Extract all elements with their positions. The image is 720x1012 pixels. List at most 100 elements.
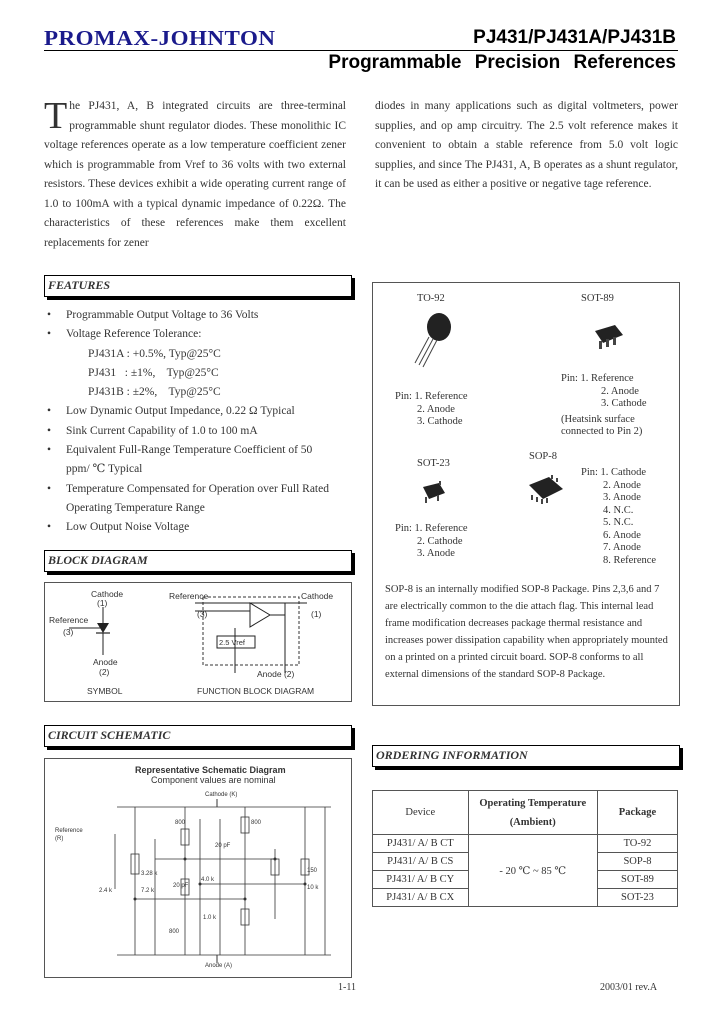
feature-item: Low Output Noise Voltage xyxy=(44,518,364,538)
sot89-label: SOT-89 xyxy=(581,293,614,304)
block-diagram-heading: BLOCK DIAGRAM xyxy=(44,550,352,572)
schematic-value: 20 pF xyxy=(173,883,189,889)
fbd-cathode-label: Cathode xyxy=(301,591,334,601)
pin-line: 2. Anode xyxy=(601,385,639,397)
tolerance-item: PJ431A : +0.5%, Typ@25°C xyxy=(88,347,221,360)
ordering-heading-text: ORDERING INFORMATION xyxy=(376,748,528,762)
schematic-value: 1.0 k xyxy=(203,915,217,921)
symbol-caption: SYMBOL xyxy=(87,686,123,696)
symbol-anode-label: Anode xyxy=(93,657,118,667)
ordering-heading: ORDERING INFORMATION xyxy=(372,745,680,767)
row-package: TO-92 xyxy=(596,834,679,853)
symbol-anode-pin: (2) xyxy=(99,667,110,677)
pin-line: Pin: 1. Reference xyxy=(395,523,468,534)
pin-line: 2. Cathode xyxy=(417,535,463,547)
schematic-value: 800 xyxy=(169,929,180,935)
schematic-value: 10 k xyxy=(307,885,319,891)
pin-line: 7. Anode xyxy=(603,542,641,553)
symbol-reference-pin: (3) xyxy=(63,627,74,637)
ordering-table: Device Operating Temperature (Ambient) P… xyxy=(372,790,679,907)
pin-line: 5. N.C. xyxy=(603,517,634,528)
block-diagram-graphic xyxy=(69,596,307,673)
pin-line: Pin: 1. Reference xyxy=(395,391,468,402)
feature-item: Programmable Output Voltage to 36 Volts xyxy=(44,306,364,326)
fbd-reference-pin: (3) xyxy=(197,609,208,619)
col-temperature: Operating Temperature (Ambient) xyxy=(467,790,598,835)
pin-line: 2. Anode xyxy=(417,403,455,415)
drop-cap: T xyxy=(44,95,68,137)
schematic-value: 3.28 k xyxy=(141,871,158,877)
sot23-label: SOT-23 xyxy=(417,458,450,469)
features-heading-text: FEATURES xyxy=(48,278,111,292)
schematic-value: 800 xyxy=(175,820,186,826)
pin-line: 8. Reference xyxy=(603,554,657,566)
row-package: SOT-23 xyxy=(596,888,679,907)
row-package: SOT-89 xyxy=(596,870,679,889)
symbol-cathode-pin: (1) xyxy=(97,598,108,608)
revision: 2003/01 rev.A xyxy=(600,982,658,993)
row-device: PJ431/ A/ B CS xyxy=(372,852,469,871)
pin-line: Pin: 1. Reference xyxy=(561,373,634,384)
sot89-note: (Heatsink surface xyxy=(561,413,635,425)
circuit-heading: CIRCUIT SCHEMATIC xyxy=(44,725,352,747)
pin-line: 4. N.C. xyxy=(603,504,634,516)
to92-package-icon xyxy=(414,313,451,368)
intro-right: diodes in many applications such as digi… xyxy=(375,100,678,190)
sot23-package-icon xyxy=(423,481,445,503)
feature-continuation: Operating Temperature Range xyxy=(66,501,205,514)
fbd-reference-label: Reference xyxy=(169,591,209,601)
pin-line: 3. Cathode xyxy=(601,398,647,409)
sot89-note: connected to Pin 2) xyxy=(561,426,643,437)
block-diagram-heading-text: BLOCK DIAGRAM xyxy=(48,553,148,567)
pin-line: 3. Anode xyxy=(417,548,455,559)
fbd-cathode-pin: (1) xyxy=(311,609,322,619)
sot23-pinout: Pin: 1. Reference 2. Cathode 3. Anode xyxy=(395,523,468,561)
schematic-value: 150 xyxy=(307,868,318,874)
pin-line: 3. Anode xyxy=(603,492,641,503)
col-temperature-line1: Operating Temperature xyxy=(479,797,587,809)
schematic-value: 800 xyxy=(251,820,262,826)
pin-line: Pin: 1. Cathode xyxy=(581,467,647,478)
header-rule xyxy=(44,50,678,51)
circuit-heading-text: CIRCUIT SCHEMATIC xyxy=(48,728,171,742)
fbd-caption: FUNCTION BLOCK DIAGRAM xyxy=(197,686,315,696)
sot89-package-icon xyxy=(595,325,623,349)
feature-continuation: ppm/ ℃ Typical xyxy=(66,463,143,476)
features-heading: FEATURES xyxy=(44,275,352,297)
to92-pinout: Pin: 1. Reference 2. Anode 3. Cathode xyxy=(395,391,468,429)
schematic-subtitle: Component values are nominal xyxy=(151,775,276,785)
col-package: Package xyxy=(596,790,679,835)
pin-line: 6. Anode xyxy=(603,529,641,541)
features-list: Programmable Output Voltage to 36 Volts … xyxy=(44,306,364,538)
sot89-pinout: Pin: 1. Reference 2. Anode 3. Cathode (H… xyxy=(561,373,647,439)
temp-range: - 20 ℃ ~ 85 ℃ xyxy=(467,834,598,907)
schematic-graphic xyxy=(114,799,331,963)
block-diagram-box: Cathode (1) Reference (3) Anode (2) SYMB… xyxy=(44,582,352,702)
sop8-label: SOP-8 xyxy=(529,451,558,462)
feature-item: Equivalent Full-Range Temperature Coeffi… xyxy=(44,441,364,461)
symbol-reference-label: Reference xyxy=(49,615,89,625)
pin-line: 3. Cathode xyxy=(417,416,463,427)
schematic-value: 4.0 k xyxy=(201,877,215,883)
fbd-vref: 2.5 Vref xyxy=(219,638,245,647)
schematic-value: 2.4 k xyxy=(99,888,113,894)
circuit-box: Representative Schematic Diagram Compone… xyxy=(44,758,352,978)
tolerance-item: PJ431B : ±2%, Typ@25°C xyxy=(88,386,221,399)
feature-item: Low Dynamic Output Impedance, 0.22 Ω Typ… xyxy=(44,402,364,422)
sop8-package-icon xyxy=(529,475,563,504)
row-device: PJ431/ A/ B CY xyxy=(372,870,469,889)
fbd-anode-label: Anode (2) xyxy=(257,669,295,679)
schematic-value: 7.2 k xyxy=(141,888,155,894)
part-numbers: PJ431/PJ431A/PJ431B xyxy=(473,27,676,48)
row-device: PJ431/ A/ B CX xyxy=(372,888,469,907)
sop8-pinout: Pin: 1. Cathode 2. Anode 3. Anode 4. N.C… xyxy=(581,467,656,567)
col-device: Device xyxy=(372,790,469,835)
to92-label: TO-92 xyxy=(417,293,445,304)
row-package: SOP-8 xyxy=(596,852,679,871)
schematic-anode: Anode (A) xyxy=(205,963,233,969)
schematic-title: Representative Schematic Diagram xyxy=(135,765,286,775)
feature-item: Voltage Reference Tolerance: xyxy=(44,325,364,345)
page-number: 1-11 xyxy=(338,982,356,993)
row-device: PJ431/ A/ B CT xyxy=(372,834,469,853)
